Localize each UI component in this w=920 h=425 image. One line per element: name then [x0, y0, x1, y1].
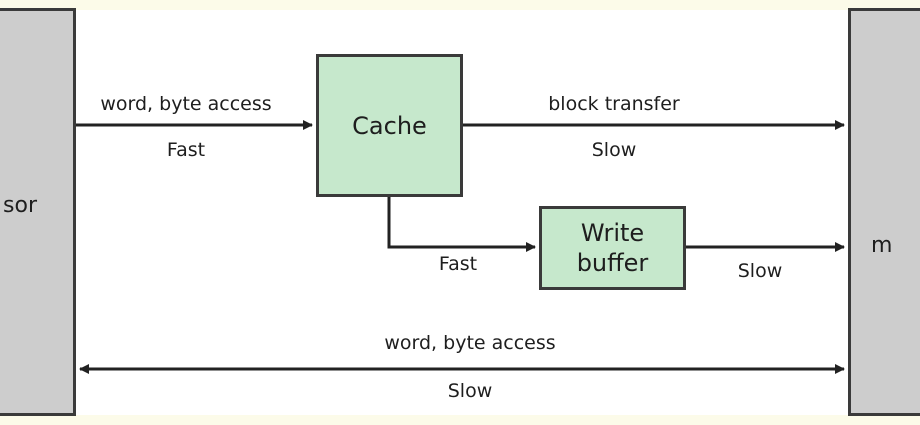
processor-to-cache-top-label: word, byte access [100, 93, 272, 115]
processor-memory-top-label: word, byte access [384, 332, 556, 354]
cache-to-memory-top-label: block transfer [548, 93, 680, 115]
cache-to-memory-bottom-label: Slow [591, 139, 637, 161]
cache-box: Cache [316, 54, 463, 197]
cache-label: Cache [352, 111, 427, 140]
write-buffer-label-line1: Write [580, 219, 645, 247]
write-buffer-label-line2: buffer [576, 249, 649, 277]
processor-label: sor [3, 193, 37, 218]
processor-to-cache-bottom-label: Fast [166, 139, 206, 161]
memory-label: m [871, 233, 893, 258]
write-buffer-to-memory-label: Slow [737, 260, 783, 282]
cache-to-write-buffer-arrow [387, 197, 536, 252]
processor-memory-bottom-label: Slow [447, 380, 493, 402]
cache-to-write-buffer-label: Fast [438, 253, 478, 275]
processor-box: sor [0, 8, 76, 416]
memory-box: m [848, 8, 920, 416]
write-buffer-box: Write buffer [539, 206, 686, 290]
